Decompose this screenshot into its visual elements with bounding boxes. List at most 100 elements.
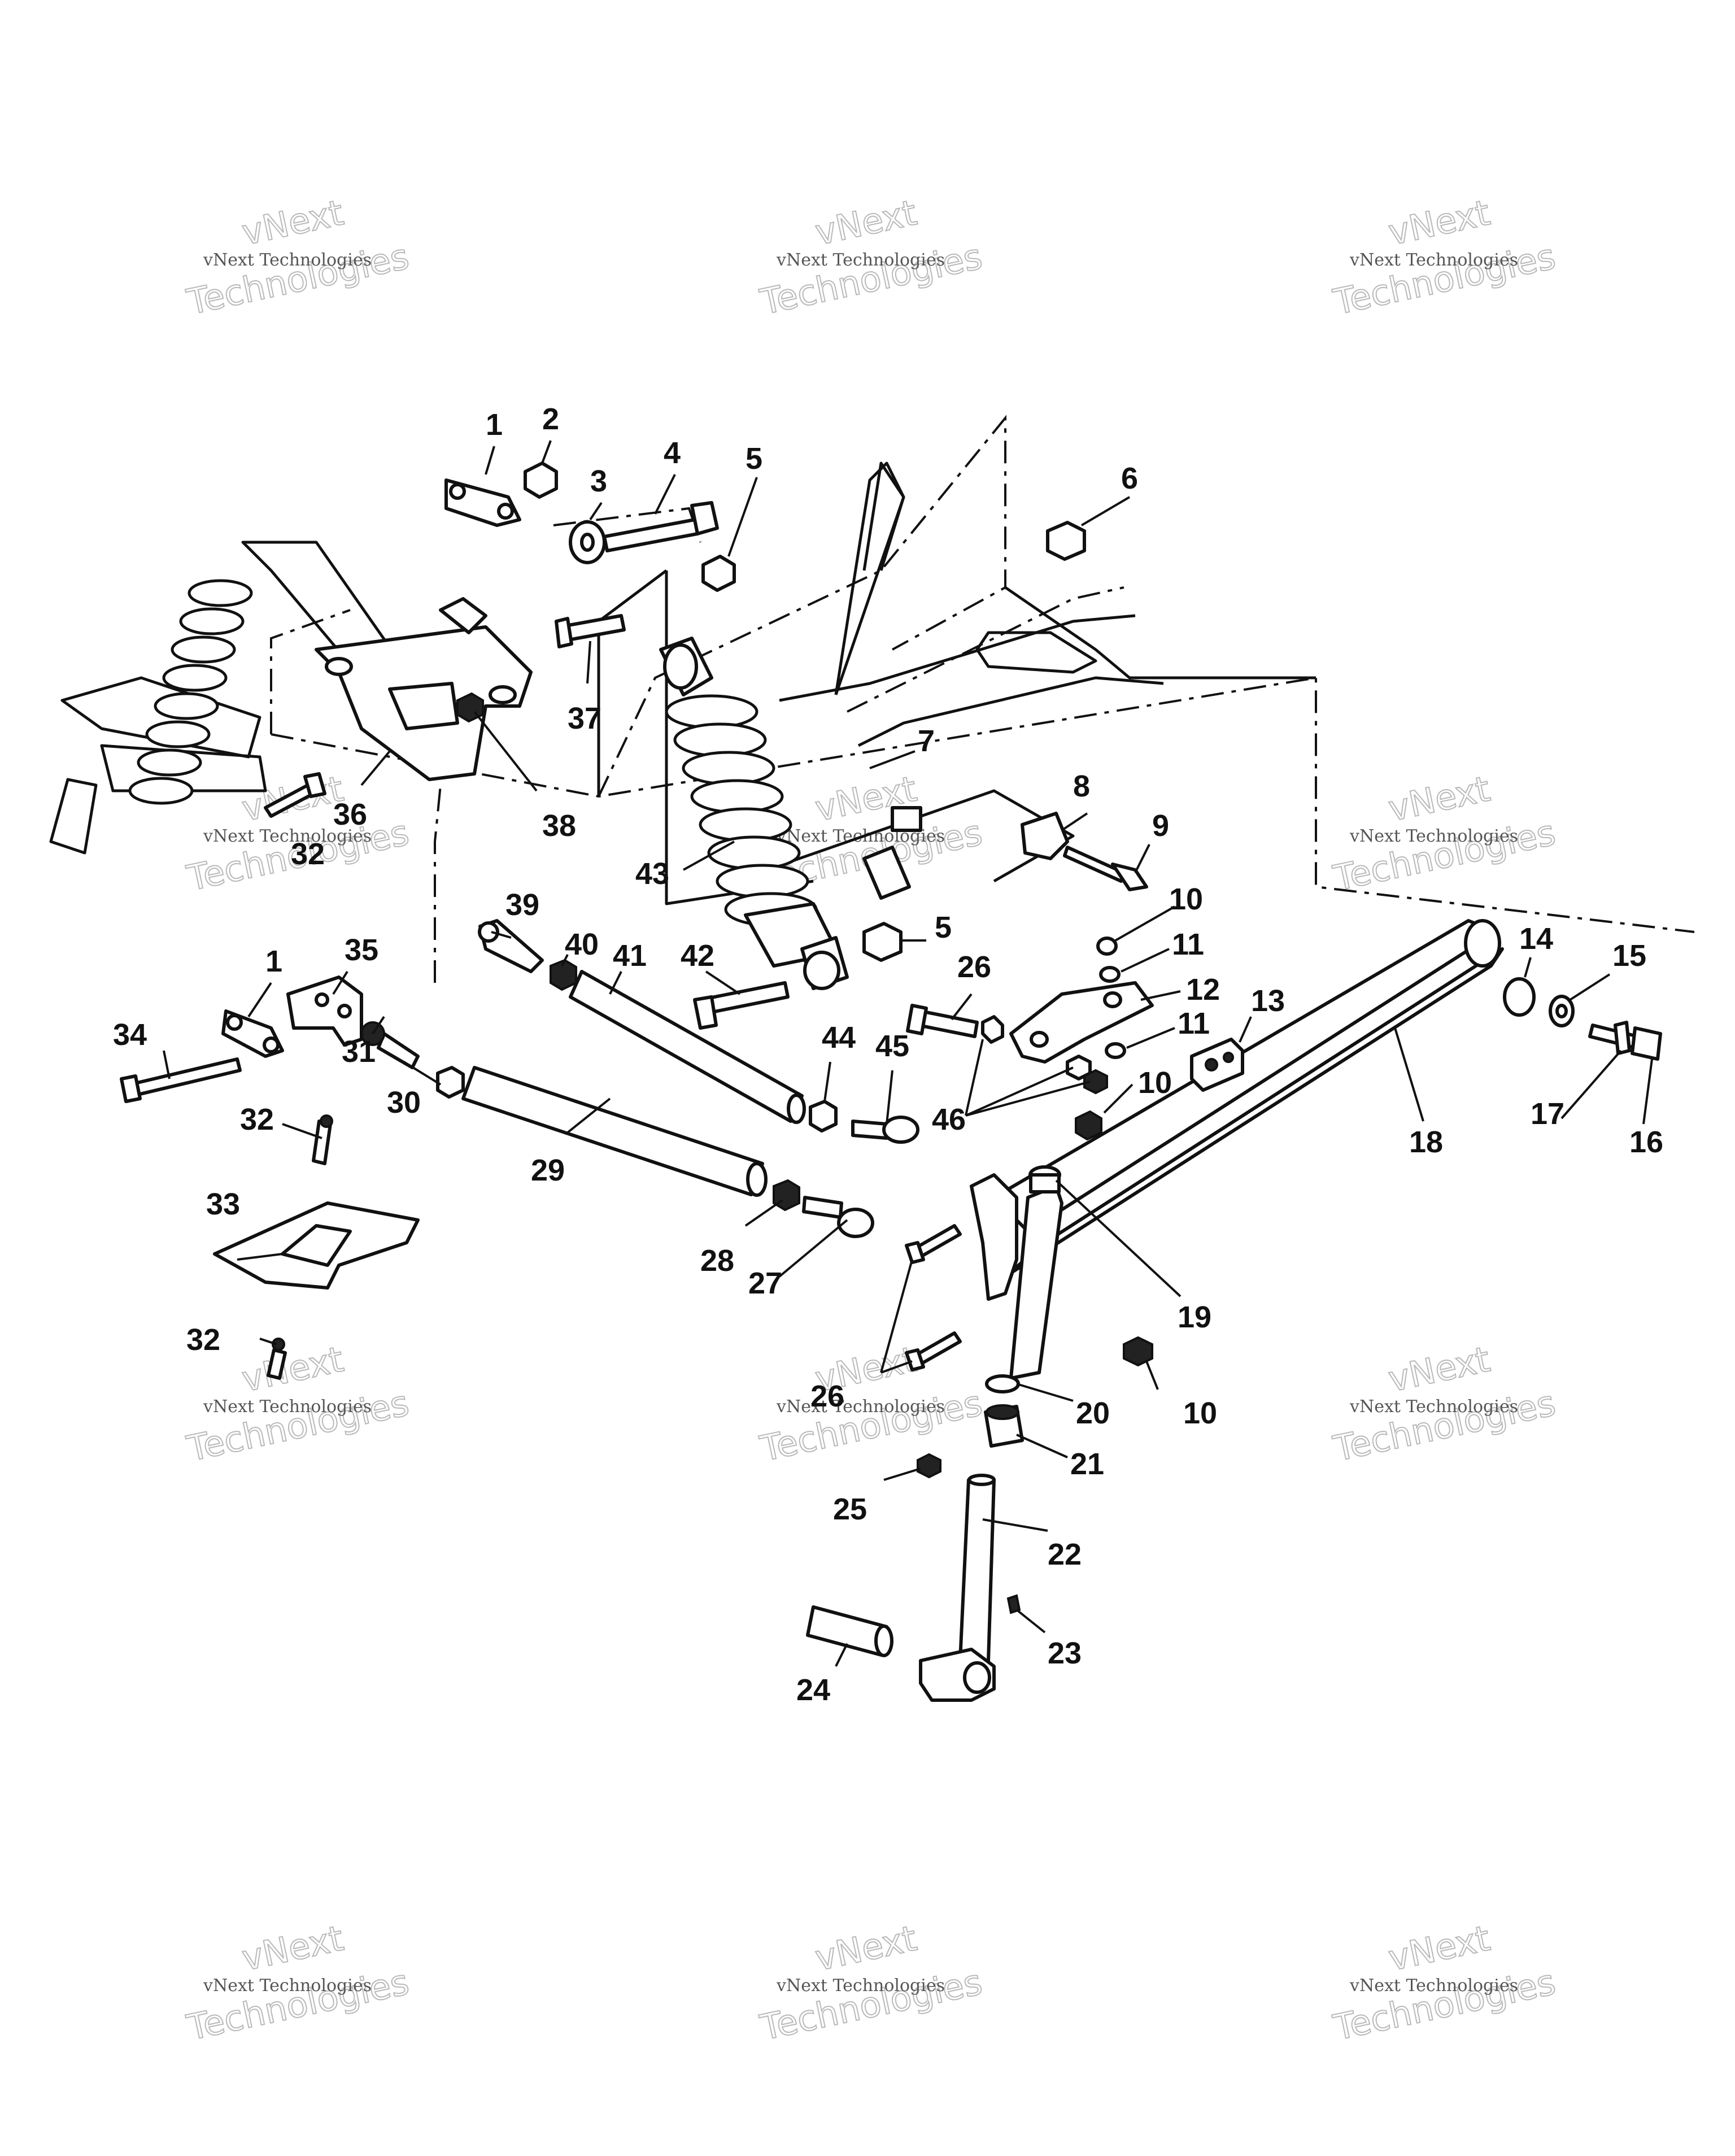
bolt-26-upper [906,1004,979,1038]
callout-32-lower: 32 [186,1323,220,1357]
nut-5-bottom [862,922,903,962]
callout-23: 23 [1048,1636,1082,1670]
watermark-text: vNext Technologies [203,250,372,270]
nut-5-top [701,555,736,592]
tube-29 [461,1066,768,1197]
watermark-text: vNext Technologies [203,1976,372,1996]
nut-6 [1046,521,1086,561]
watermark-text: vNext Technologies [1349,250,1518,270]
stud-9 [1063,846,1148,891]
bolt-32-lower [267,1338,287,1380]
callout-9: 9 [1152,809,1169,843]
callout-1-left: 1 [265,944,282,978]
callout-46: 46 [932,1103,966,1136]
callout-labels: 1 2 3 4 5 6 7 8 9 10 11 12 11 13 14 15 1… [113,402,1663,1707]
callout-4: 4 [664,436,681,470]
watermark: vNext Technologies vNext Technologies [182,1338,413,1470]
bushing-24 [806,1605,893,1657]
nut-44 [809,1100,838,1133]
bolt-4 [603,501,719,552]
watermark-large: Technologies [183,1382,412,1469]
leader-lines [163,440,1653,1667]
callout-18: 18 [1409,1125,1443,1159]
callout-22: 22 [1048,1537,1082,1571]
washer-11-bottom [1105,1042,1126,1059]
washer-11-top [1099,966,1121,983]
callout-12: 12 [1186,973,1220,1007]
callout-37: 37 [568,702,601,735]
watermark-prefix: vNext [1385,768,1493,829]
rod-end-39 [478,919,544,973]
callout-33: 33 [206,1187,240,1221]
watermark-group: vNext Technologies vNext Technologies vN… [182,191,1559,2049]
callout-13: 13 [1251,984,1285,1018]
callout-42: 42 [681,939,714,973]
washer-46 [981,1015,1004,1044]
watermark-text: vNext Technologies [776,1976,945,1996]
bolt-34 [120,1057,242,1103]
callout-11-top: 11 [1172,927,1204,961]
watermark-prefix: vNext [812,191,920,253]
nut-25 [917,1453,941,1479]
washer-20 [985,1374,1020,1393]
callout-32-upper: 32 [291,837,325,871]
watermark: vNext Technologies vNext Technologies [1329,191,1559,323]
watermark-text: vNext Technologies [203,826,372,846]
shock-absorber [659,637,849,990]
watermark-text: vNext Technologies [776,250,945,270]
trailing-arm-18 [992,919,1504,1278]
ghost-spring-assembly [49,541,397,855]
watermark: vNext Technologies vNext Technologies [1329,767,1559,899]
tube-41 [569,970,806,1124]
callout-25: 25 [833,1492,867,1526]
callout-29: 29 [531,1153,565,1187]
spindle-housing [970,1165,1063,1380]
watermark: vNext Technologies vNext Technologies [756,191,986,323]
callout-38: 38 [542,809,576,843]
callout-43: 43 [635,857,669,891]
link-7 [862,846,911,900]
rod-end-45 [851,1116,919,1144]
watermark-prefix: vNext [1385,1338,1493,1400]
watermark-text: vNext Technologies [1349,826,1518,846]
watermark-text: vNext Technologies [776,1397,945,1417]
rod-end-27 [802,1196,874,1238]
pin-23 [1006,1594,1021,1614]
bolt-37 [555,614,626,648]
watermark-text: vNext Technologies [1349,1976,1518,1996]
spindle-22 [919,1474,996,1702]
watermark-large: Technologies [756,1382,986,1469]
watermark-text: vNext Technologies [203,1397,372,1417]
watermark: vNext Technologies vNext Technologies [756,1338,986,1470]
callout-26-bottom: 26 [810,1379,844,1413]
callout-10-top: 10 [1169,882,1203,916]
callout-45: 45 [875,1029,909,1063]
callout-3: 3 [590,464,607,498]
bolt-32-upper [264,772,326,818]
watermark-prefix: vNext [1385,1917,1493,1979]
callout-19: 19 [1178,1300,1211,1334]
watermark-text: vNext Technologies [1349,1397,1518,1417]
watermark-large: Technologies [183,1961,412,2048]
bracket-35 [286,975,363,1047]
watermark: vNext Technologies vNext Technologies [1329,1338,1559,1470]
bolt-26-mid [905,1224,962,1264]
callout-6: 6 [1121,461,1138,495]
watermark-prefix: vNext [238,1338,347,1400]
callout-2: 2 [542,402,559,436]
shock-spring-coils [665,694,818,927]
callout-41: 41 [613,939,647,973]
callout-8: 8 [1073,769,1090,803]
nut-2 [524,461,558,499]
nut-28 [773,1179,800,1212]
callout-39: 39 [505,888,539,922]
washer-10-top [1096,937,1118,956]
washer-15-hole [1555,1004,1568,1018]
chassis-frame [270,415,1695,983]
callout-44: 44 [822,1021,856,1055]
nut-30 [436,1066,465,1099]
watermark: vNext Technologies vNext Technologies [182,767,413,899]
callout-20: 20 [1076,1396,1110,1430]
washer-17 [1614,1021,1631,1055]
